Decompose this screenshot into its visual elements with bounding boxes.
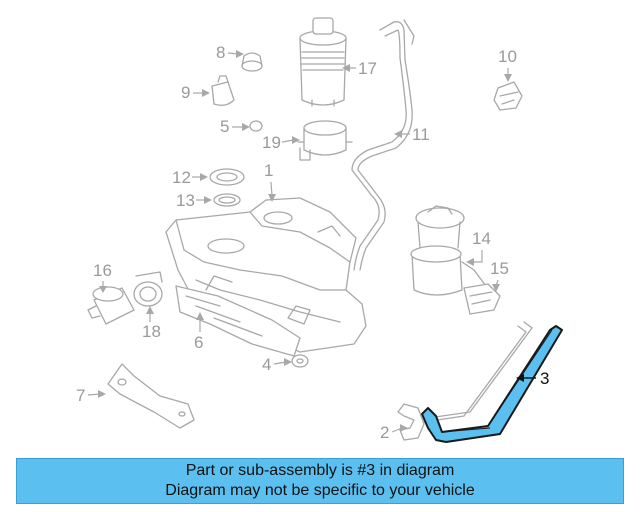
- callout-14-label: 14: [472, 229, 491, 248]
- callout-2-label: 2: [380, 423, 389, 442]
- pump-16-part[interactable]: [87, 286, 135, 325]
- nut-4-part[interactable]: [291, 354, 309, 368]
- fuel-filter-part[interactable]: [299, 17, 347, 107]
- callout-13-label: 13: [176, 191, 195, 210]
- callout-1-label: 1: [264, 161, 273, 180]
- callout-19-label: 19: [262, 133, 281, 152]
- nut-5-part[interactable]: [249, 120, 263, 132]
- fuel-pump-module-14-part[interactable]: [410, 205, 487, 296]
- callout-12-label: 12: [172, 168, 191, 187]
- seal-ring-12-part[interactable]: [209, 168, 245, 186]
- callout-10-label: 10: [498, 47, 517, 66]
- valve-9-part[interactable]: [211, 75, 235, 106]
- holder-18-part[interactable]: [133, 271, 163, 307]
- fuel-line-part[interactable]: [351, 19, 415, 271]
- connector-10-part[interactable]: [493, 81, 523, 111]
- heat-shield-6-part[interactable]: [175, 285, 301, 357]
- callout-16-label: 16: [93, 261, 112, 280]
- strap-bracket-2-part[interactable]: [397, 403, 425, 441]
- mounting-strap-grey-part[interactable]: [423, 321, 533, 423]
- callout-8-label: 8: [216, 43, 225, 62]
- bracket-7-part[interactable]: [107, 363, 195, 429]
- callout-6-label: 6: [194, 333, 203, 352]
- seal-ring-13-part[interactable]: [213, 193, 241, 207]
- banner-line-2: Diagram may not be specific to your vehi…: [165, 482, 475, 499]
- sender-15-part[interactable]: [463, 283, 501, 315]
- callout-5-label: 5: [220, 117, 229, 136]
- part-info-banner: Part or sub-assembly is #3 in diagram Di…: [16, 458, 624, 504]
- callout-11-label: 11: [412, 125, 430, 144]
- callout-7-label: 7: [76, 386, 85, 405]
- filter-clamp-part[interactable]: [297, 120, 353, 161]
- callout-9-label: 9: [181, 83, 190, 102]
- callout-17-label: 17: [358, 59, 377, 78]
- parts-diagram: 1 2 3 4 5 6 7 8 9 10 11 12 13 14 15 16 1…: [76, 17, 563, 443]
- callout-4-label: 4: [262, 355, 271, 374]
- callout-15-label: 15: [490, 259, 509, 278]
- callout-3-label: 3: [540, 369, 549, 388]
- callout-18-label: 18: [142, 322, 161, 341]
- banner-line-1: Part or sub-assembly is #3 in diagram: [185, 462, 455, 479]
- cap-8-part[interactable]: [241, 52, 263, 72]
